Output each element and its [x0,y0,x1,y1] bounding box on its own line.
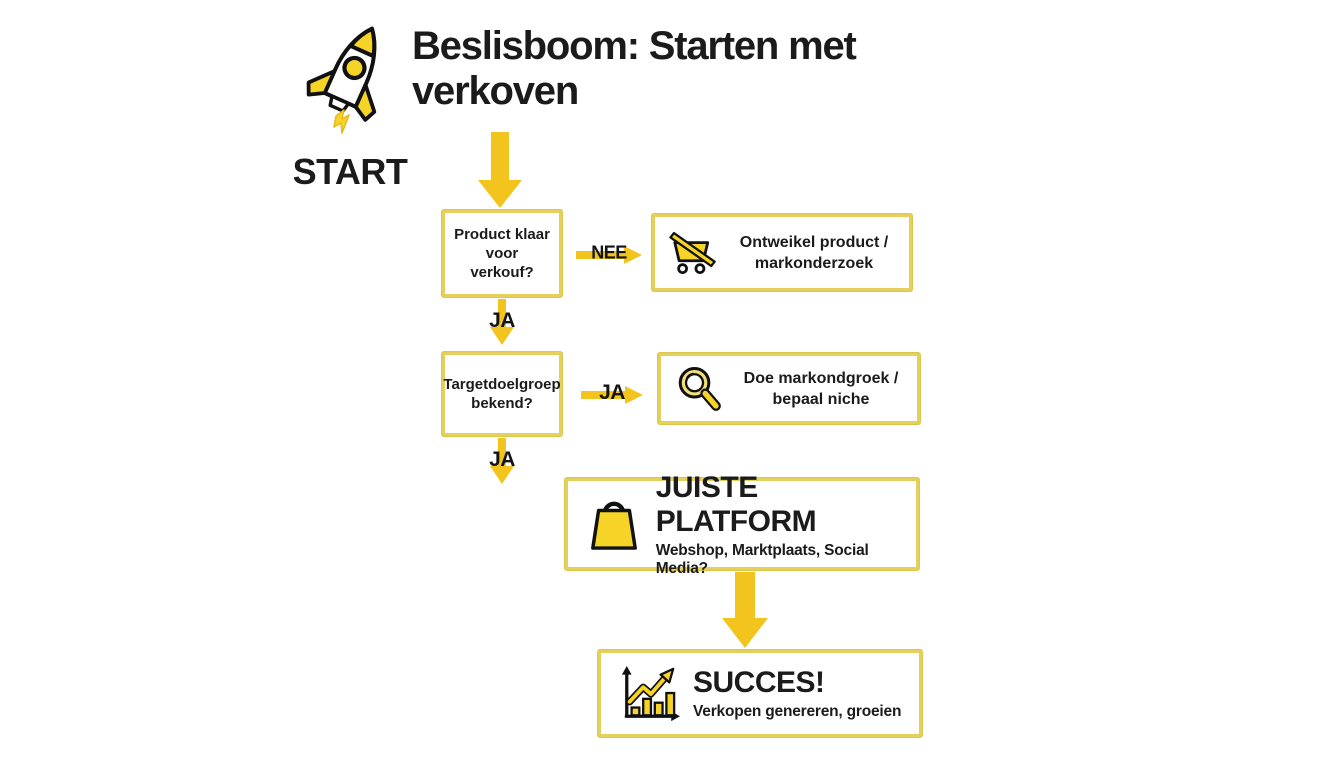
decision-text-line: bekend? [471,395,533,412]
action-text-line: bepaal niche [772,390,870,408]
platform-subtitle: Webshop, Marktplaats, Social Media? [655,541,869,577]
branch-nee: NEE [576,240,642,268]
platform-box: JUISTE PLATFORM Webshop, Marktplaats, So… [565,471,919,577]
arrow-down-icon [721,572,769,648]
arrow-down-icon [490,299,514,345]
decision-text-line: voor [485,245,519,262]
decision-box-targetdoelgroep: Targetdoelgroep bekend? [442,352,562,436]
action-text-line: Ontweikel product / [739,233,889,251]
branch-label-ja: JA [489,309,515,333]
magnifying-glass-icon [673,363,725,415]
branch-ja-right: JA [581,380,643,408]
action-box-ontweikel-product: Ontweikel product / markonderzoek [652,214,912,291]
page-title-line2: verkoven [412,69,579,113]
branch-label-ja: JA [599,381,625,405]
branch-label-ja: JA [489,448,515,472]
decision-box-product-klaar: Product klaar voor verkouf? [442,210,562,297]
succes-subtitle: Verkopen genereren, groeien [693,703,902,720]
page-title: Beslisboom: Starten met verkoven [412,24,952,114]
rocket-icon [296,20,404,138]
arrow-right-icon [576,246,642,264]
decision-text-line: verkouf? [470,264,534,281]
branch-label-nee: NEE [591,242,627,263]
branch-ja-down-2: JA [482,436,522,486]
decision-text-line: Targetdoelgroep [443,376,561,393]
shopping-bag-icon [584,493,644,555]
action-box-doe-markondgroek: Doe markondgroek / bepaal niche [658,353,920,424]
succes-box: SUCCES! Verkopen genereren, groeien [598,650,922,737]
branch-ja-down-1: JA [482,297,522,347]
decision-text-line: Product klaar [454,226,550,243]
action-text-line: Doe markondgroek / [743,369,899,387]
arrow-down-icon [477,132,523,208]
growth-chart-icon [615,665,683,723]
page-title-line1: Beslisboom: Starten met [412,24,857,68]
arrow-down-icon [490,438,514,484]
platform-title: JUISTE PLATFORM [655,470,817,538]
shopping-cart-icon [667,229,719,277]
start-label: START [292,151,408,192]
action-text-line: markonderzoek [754,254,874,272]
succes-title: SUCCES! [693,666,825,699]
arrow-right-icon [581,386,643,404]
